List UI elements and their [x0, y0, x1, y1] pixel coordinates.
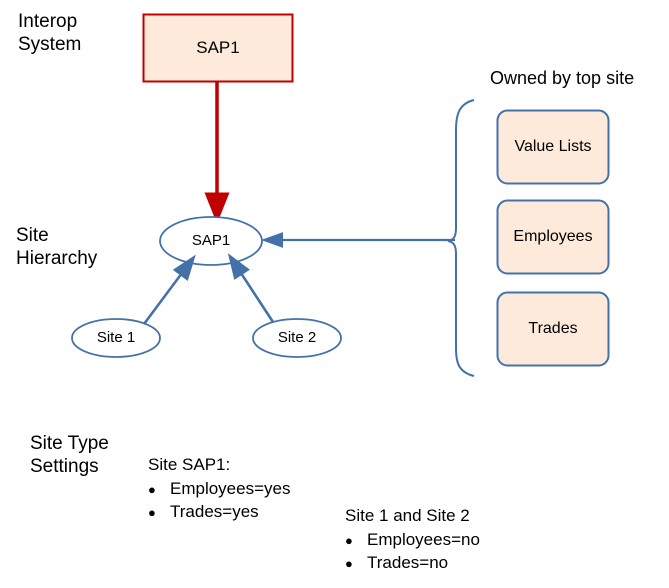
- section-label-interop-system: Interop System: [18, 11, 82, 56]
- blue-arrow-site2-to-sap1: [227, 253, 275, 323]
- settings-sap1-item-1-text: Trades=yes: [170, 502, 259, 521]
- settings-block-sites-title: Site 1 and Site 2: [345, 506, 470, 525]
- owned-boxes-bracket: [447, 99, 475, 377]
- owned-box-value-lists: [496, 109, 610, 185]
- label-owned-by-top-site: Owned by top site: [490, 68, 635, 88]
- settings-sites-item-0: ● Employees=no: [345, 530, 480, 550]
- owned-box-employees-label: Employees: [513, 228, 593, 245]
- settings-sap1-item-0-text: Employees=yes: [170, 479, 291, 498]
- owned-box-value-lists-label: Value Lists: [514, 138, 592, 155]
- settings-sites-item-1-text: Trades=no: [367, 553, 449, 572]
- ellipse-site1-label: Site 1: [96, 328, 136, 346]
- ellipse-site2-label: Site 2: [277, 328, 317, 346]
- settings-sites-item-0-text: Employees=no: [367, 530, 480, 549]
- interop-system-box-label: SAP1: [196, 38, 240, 57]
- ellipse-sap1-label: SAP1: [191, 231, 231, 249]
- bullet-dot-icon: ●: [148, 505, 156, 520]
- settings-sites-item-1: ● Trades=no: [345, 553, 480, 573]
- owned-box-trades: [496, 291, 610, 367]
- bullet-dot-icon: ●: [345, 556, 353, 571]
- blue-arrow-site1-to-sap1: [142, 254, 196, 325]
- settings-block-sites: Site 1 and Site 2 ● Employees=no ● Trade…: [345, 506, 480, 573]
- settings-sap1-item-0: ● Employees=yes: [148, 479, 290, 499]
- section-label-site-hierarchy: Site Hierarchy: [16, 225, 98, 270]
- interop-system-box: [142, 13, 294, 83]
- bullet-dot-icon: ●: [345, 533, 353, 548]
- settings-block-sap1: Site SAP1: ● Employees=yes ● Trades=yes: [148, 455, 290, 522]
- ellipse-site2: [252, 318, 342, 358]
- owned-box-employees: [496, 199, 610, 275]
- owned-box-trades-label: Trades: [528, 320, 578, 337]
- ellipse-site1: [71, 318, 161, 358]
- settings-sap1-item-1: ● Trades=yes: [148, 502, 290, 522]
- bullet-dot-icon: ●: [148, 482, 156, 497]
- section-label-site-type-settings: Site Type Settings: [30, 433, 109, 478]
- settings-block-sap1-title: Site SAP1:: [148, 455, 231, 474]
